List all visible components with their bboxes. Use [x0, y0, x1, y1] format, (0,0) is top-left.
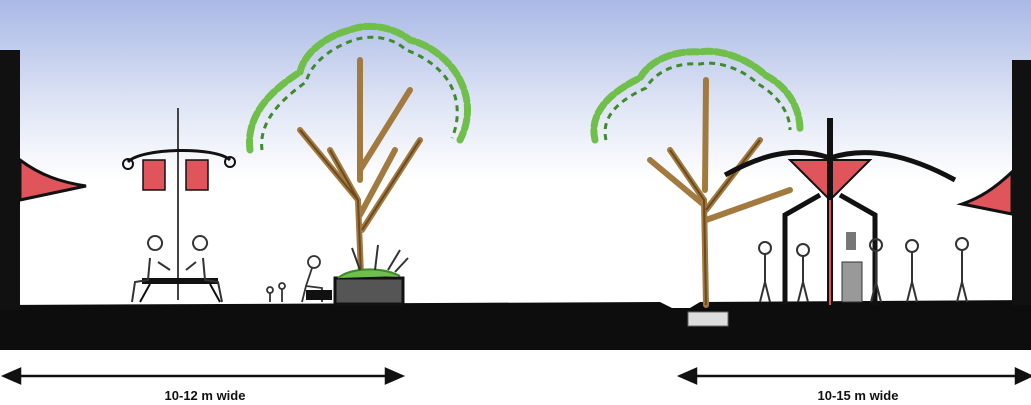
canopy-shelter: [723, 118, 969, 305]
planter-box: [333, 244, 409, 306]
small-figures: [266, 255, 332, 303]
left-dimension-arrow: [0, 367, 406, 385]
tree-grate: [687, 311, 729, 327]
left-tree-canopy: [246, 22, 471, 154]
right-building: [956, 60, 1031, 305]
right-dimension-arrow: [676, 367, 1031, 385]
ground-section: [0, 300, 1031, 350]
left-building: [0, 50, 87, 310]
right-tree-canopy: [590, 47, 804, 144]
right-awning: [956, 168, 1014, 216]
right-tree: [590, 47, 804, 327]
left-dimension-label: 10-12 m wide: [165, 388, 246, 403]
umbrella-bench: [122, 108, 236, 303]
left-awning: [18, 157, 87, 202]
right-dimension-label: 10-15 m wide: [818, 388, 899, 403]
left-tree: [246, 22, 471, 303]
